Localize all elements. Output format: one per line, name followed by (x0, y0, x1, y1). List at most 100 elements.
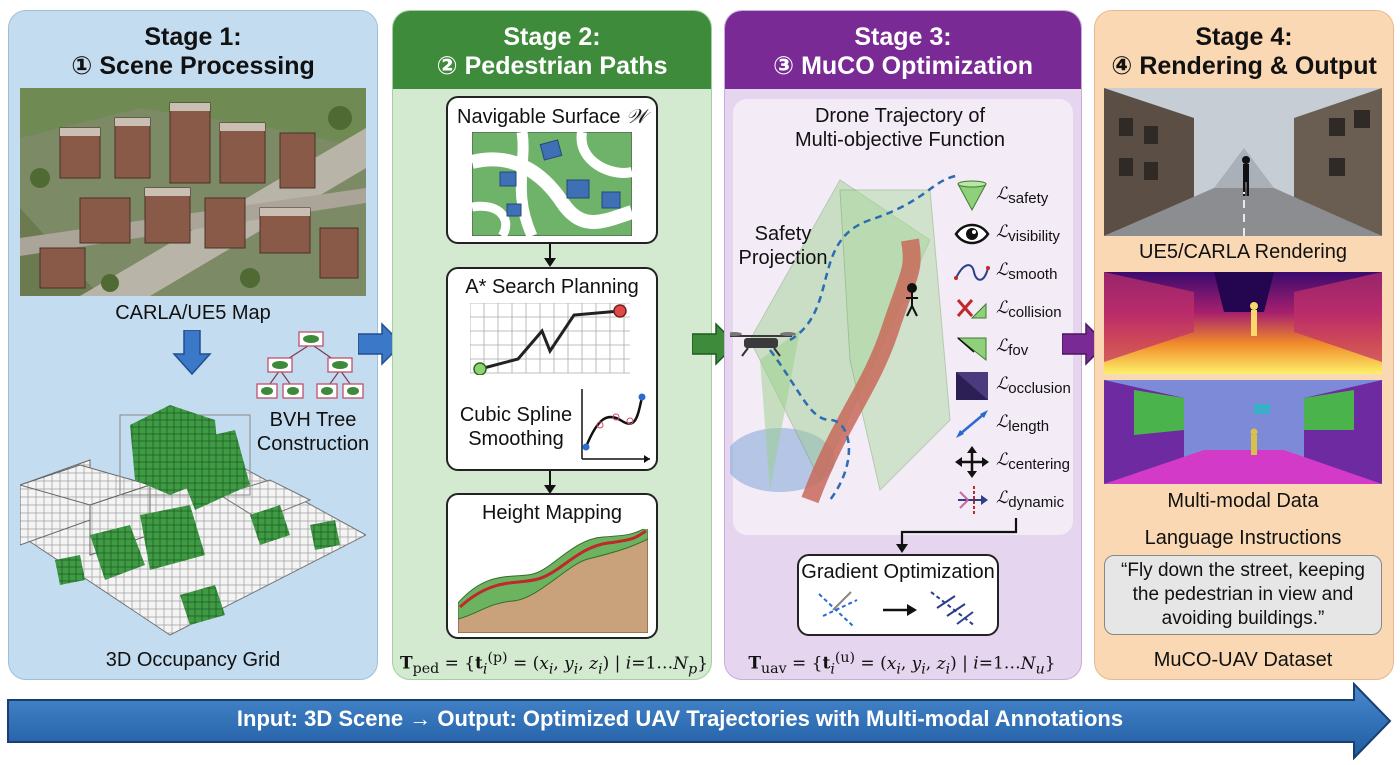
stage2-subtitle: ② Pedestrian Paths (436, 52, 668, 80)
loss-centering-symbol: ℒ (996, 450, 1009, 470)
height-mapping-title: Height Mapping (481, 502, 623, 524)
loss-smooth-sub: smooth (1008, 266, 1058, 283)
instruction-box: “Fly down the street, keeping the pedest… (1104, 555, 1382, 635)
trajectory-caption: Drone Trajectory of Multi-objective Func… (770, 104, 1030, 152)
navigable-surface-symbol: 𝒲 (626, 104, 647, 128)
loss-collision: ℒcollision (954, 294, 1084, 328)
pipeline-banner-arrow (7, 682, 1392, 760)
pipeline-banner-text: Input: 3D Scene → Output: Optimized UAV … (236, 706, 1124, 731)
dynamic-icon (958, 486, 988, 514)
grid-caption: 3D Occupancy Grid (105, 649, 281, 671)
render-caption: UE5/CARLA Rendering (1139, 241, 1347, 263)
stage3-header: Stage 3: ③ MuCO Optimization (725, 11, 1081, 89)
fov-icon (956, 337, 987, 362)
spline-caption: Cubic Spline Smoothing (452, 403, 580, 451)
height-mapping-box: Height Mapping (446, 493, 658, 639)
loss-dynamic-symbol: ℒ (996, 488, 1009, 508)
collision-icon (956, 299, 987, 319)
bvh-caption-line2: Construction (256, 433, 370, 455)
astar-grid-plot (470, 303, 630, 375)
navigable-surface-map (472, 132, 632, 236)
trajectory-caption-line1: Drone Trajectory of (814, 105, 986, 127)
loss-fov: ℒfov (954, 332, 1084, 366)
stage1-down-arrow (172, 330, 212, 376)
safety-caption-line2: Projection (738, 247, 828, 269)
language-title: Language Instructions (1144, 527, 1342, 549)
gradient-connector (896, 518, 1018, 553)
astar-box: A* Search Planning Cubic Spline Smoothin… (446, 267, 658, 471)
gradient-title: Gradient Optimization (801, 561, 995, 583)
eye-icon (954, 223, 990, 245)
loss-centering: ℒcentering (954, 446, 1084, 480)
loss-smooth: ℒsmooth (954, 256, 1084, 290)
centering-icon (955, 446, 989, 478)
stage2-arrow-2 (544, 471, 556, 494)
bvh-tree-diagram (256, 331, 364, 399)
loss-length-symbol: ℒ (996, 412, 1009, 432)
loss-centering-sub: centering (1008, 456, 1070, 473)
stage4-header: Stage 4: ④ Rendering & Output (1095, 11, 1393, 89)
ue5-rendering-image (1104, 88, 1382, 236)
trajectory-caption-line2: Multi-objective Function (794, 129, 1006, 151)
instruction-text: “Fly down the street, keeping the pedest… (1121, 560, 1365, 629)
loss-occlusion-sub: occlusion (1008, 380, 1071, 397)
stage2-arrow-1 (544, 244, 556, 267)
stage3-formula: Tuav = {ti(u) = (xi, yi, zi) | i=1…Nu} (748, 650, 1056, 678)
stage4-subtitle: ④ Rendering & Output (1111, 52, 1377, 80)
loss-collision-symbol: ℒ (996, 298, 1009, 318)
loss-safety: ℒsafety (954, 180, 1084, 214)
stage2-formula: Tped = {ti(p) = (xi, yi, zi) | i=1…Np} (400, 650, 708, 678)
loss-smooth-symbol: ℒ (996, 260, 1009, 280)
astar-title: A* Search Planning (465, 276, 639, 298)
loss-safety-sub: safety (1008, 190, 1049, 207)
pedestrian-figure (906, 283, 918, 317)
stage4-title: Stage 4: (1195, 23, 1293, 51)
stage2-title: Stage 2: (503, 23, 601, 51)
loss-dynamic-sub: dynamic (1008, 494, 1065, 511)
bvh-caption-line1: BVH Tree (269, 409, 357, 431)
bvh-caption: BVH Tree Construction (250, 408, 376, 456)
stage2-header: Stage 2: ② Pedestrian Paths (393, 11, 711, 89)
drone-trajectory-scene (730, 173, 960, 504)
loss-visibility-sub: visibility (1008, 228, 1060, 245)
loss-occlusion: ℒocclusion (954, 370, 1084, 404)
smooth-curve-icon (954, 264, 990, 281)
spline-plot (581, 389, 650, 463)
loss-length-sub: length (1008, 418, 1050, 435)
stage1-subtitle: ① Scene Processing (71, 52, 315, 80)
navigable-surface-title: Navigable Surface 𝒲 (448, 104, 656, 129)
gradient-arrows-diagram (818, 591, 976, 627)
stage3-title: Stage 3: (854, 23, 952, 51)
city-map-image (20, 88, 366, 296)
loss-safety-symbol: ℒ (996, 184, 1009, 204)
loss-dynamic: ℒdynamic (954, 484, 1084, 518)
safety-caption-line1: Safety (754, 223, 812, 245)
segmentation-map-image (1104, 380, 1382, 484)
loss-length: ℒlength (954, 408, 1084, 442)
loss-fov-symbol: ℒ (996, 336, 1009, 356)
gradient-optimization-box: Gradient Optimization (797, 554, 999, 636)
stage3-subtitle: ③ MuCO Optimization (772, 52, 1034, 80)
safety-projection-caption: Safety Projection (736, 222, 830, 270)
loss-visibility: ℒvisibility (954, 218, 1084, 252)
map-caption: CARLA/UE5 Map (115, 302, 271, 324)
loss-occlusion-symbol: ℒ (996, 374, 1009, 394)
height-terrain-plot (458, 529, 648, 633)
dataset-caption: MuCO-UAV Dataset (1153, 649, 1333, 671)
drone-figure (730, 332, 796, 357)
depth-map-image (1104, 272, 1382, 374)
spline-caption-line2: Smoothing (468, 428, 564, 450)
stage1-title: Stage 1: (144, 23, 242, 51)
length-icon (956, 410, 988, 438)
loss-visibility-symbol: ℒ (996, 222, 1009, 242)
occupancy-grid-image (20, 405, 366, 636)
stage1-header: Stage 1: ① Scene Processing (9, 11, 377, 89)
spline-caption-line1: Cubic Spline (459, 404, 573, 426)
cone-icon (957, 180, 987, 212)
loss-fov-sub: fov (1008, 342, 1029, 359)
loss-collision-sub: collision (1008, 304, 1062, 321)
multimodal-caption: Multi-modal Data (1167, 490, 1319, 512)
occlusion-icon (956, 372, 988, 400)
navigable-surface-label: Navigable Surface (457, 106, 621, 128)
navigable-surface-box: Navigable Surface 𝒲 (446, 96, 658, 244)
